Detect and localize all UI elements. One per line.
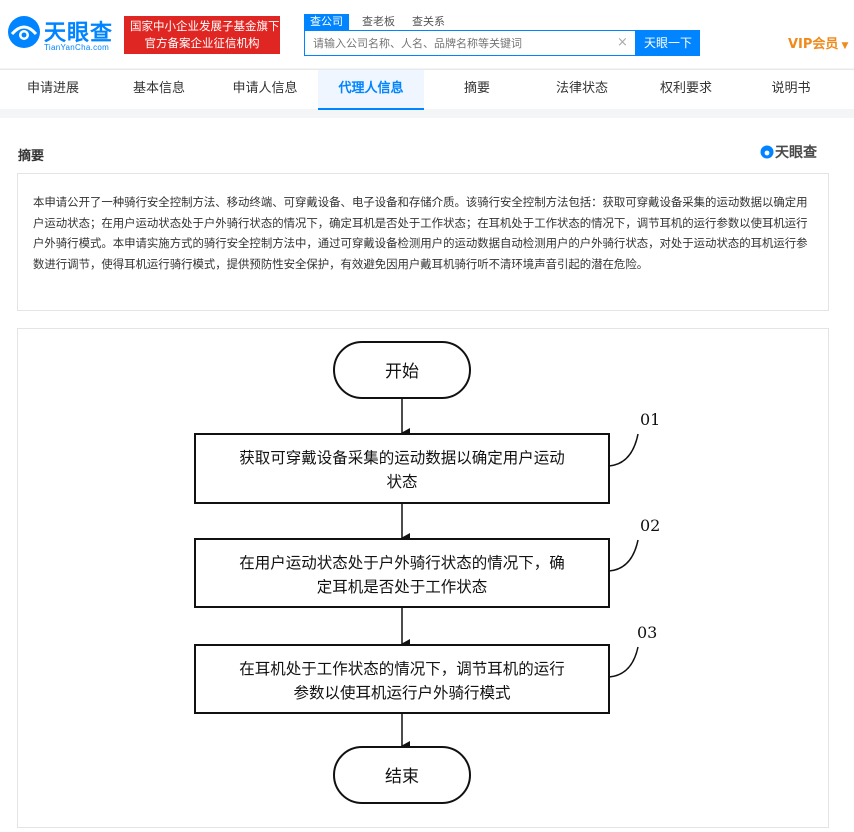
logo-eye-icon [760, 145, 774, 159]
vip-label: VIP会员 [788, 37, 839, 52]
tab-applicant-info[interactable]: 申请人信息 [232, 81, 298, 96]
abstract-section: 摘要 天眼查 本申请公开了一种骑行安全控制方法、移动终端、可穿戴设备、电子设备和… [0, 118, 854, 832]
search-tab-company[interactable]: 查公司 [304, 14, 349, 30]
logo-text: 天眼查 [44, 21, 114, 46]
step-03-box [194, 644, 610, 714]
step-01-box [194, 433, 610, 504]
tab-abstract[interactable]: 摘要 [463, 81, 490, 96]
step-02-line1: 在用户运动状态处于户外骑行状态的情况下，确 [239, 554, 565, 572]
step-01-number: 01 [640, 410, 660, 429]
search-box: × [304, 30, 636, 56]
section-title: 摘要 [18, 149, 45, 164]
patent-nav-tabs: 申请进展 基本信息 申请人信息 代理人信息 摘要 法律状态 权利要求 说明书 [0, 69, 854, 110]
step-01-line2: 状态 [386, 473, 417, 491]
abstract-figure: 开始 获取可穿戴设备采集的运动数据以确定用户运动 状态 01 在用户运动状态处于… [17, 328, 829, 828]
step-01-line1: 获取可穿戴设备采集的运动数据以确定用户运动 [239, 449, 565, 467]
tianyancha-watermark: 天眼查 [760, 142, 817, 162]
step-02-number: 02 [640, 516, 660, 535]
abstract-text: 本申请公开了一种骑行安全控制方法、移动终端、可穿戴设备、电子设备和存储介质。该骑… [17, 173, 829, 311]
step-01-leader [608, 433, 639, 467]
tab-legal-status[interactable]: 法律状态 [555, 81, 608, 96]
badge-line-2: 官方备案企业征信机构 [144, 36, 260, 50]
step-03-line1: 在耳机处于工作状态的情况下，调节耳机的运行 [239, 660, 565, 678]
step-03-number: 03 [637, 623, 657, 642]
tab-claims[interactable]: 权利要求 [659, 81, 712, 96]
tianyancha-logo[interactable]: 天眼查 TianYanCha.com [6, 14, 120, 54]
flowchart: 开始 获取可穿戴设备采集的运动数据以确定用户运动 状态 01 在用户运动状态处于… [194, 341, 660, 804]
site-header: 天眼查 TianYanCha.com 国家中小企业发展子基金旗下 官方备案企业征… [0, 0, 854, 68]
end-terminator [333, 746, 471, 804]
logo-eye-icon [8, 16, 40, 48]
search-button[interactable]: 天眼一下 [636, 30, 700, 56]
tab-basic-info[interactable]: 基本信息 [132, 81, 185, 96]
step-03-leader [608, 646, 639, 678]
vip-member-menu[interactable]: VIP会员▼ [788, 33, 848, 52]
watermark-text: 天眼查 [775, 145, 817, 161]
tab-agent-info[interactable]: 代理人信息 [318, 70, 424, 110]
start-label: 开始 [385, 362, 419, 382]
badge-line-1: 国家中小企业发展子基金旗下 [130, 19, 280, 33]
clear-icon[interactable]: × [617, 35, 628, 50]
search-input[interactable] [305, 31, 605, 55]
tab-application-progress[interactable]: 申请进展 [26, 81, 79, 96]
step-03-line2: 参数以使耳机运行户外骑行模式 [293, 684, 510, 702]
search-tab-relation[interactable]: 查关系 [412, 15, 445, 28]
official-badge: 国家中小企业发展子基金旗下 官方备案企业征信机构 [124, 16, 280, 54]
step-02-line2: 定耳机是否处于工作状态 [317, 578, 488, 596]
logo-subtitle: TianYanCha.com [44, 43, 110, 52]
tab-description[interactable]: 说明书 [771, 81, 811, 96]
end-label: 结束 [385, 767, 419, 787]
caret-down-icon: ▼ [841, 41, 849, 51]
step-02-leader [608, 539, 639, 572]
search-tab-boss[interactable]: 查老板 [362, 15, 395, 28]
step-02-box [194, 538, 610, 608]
